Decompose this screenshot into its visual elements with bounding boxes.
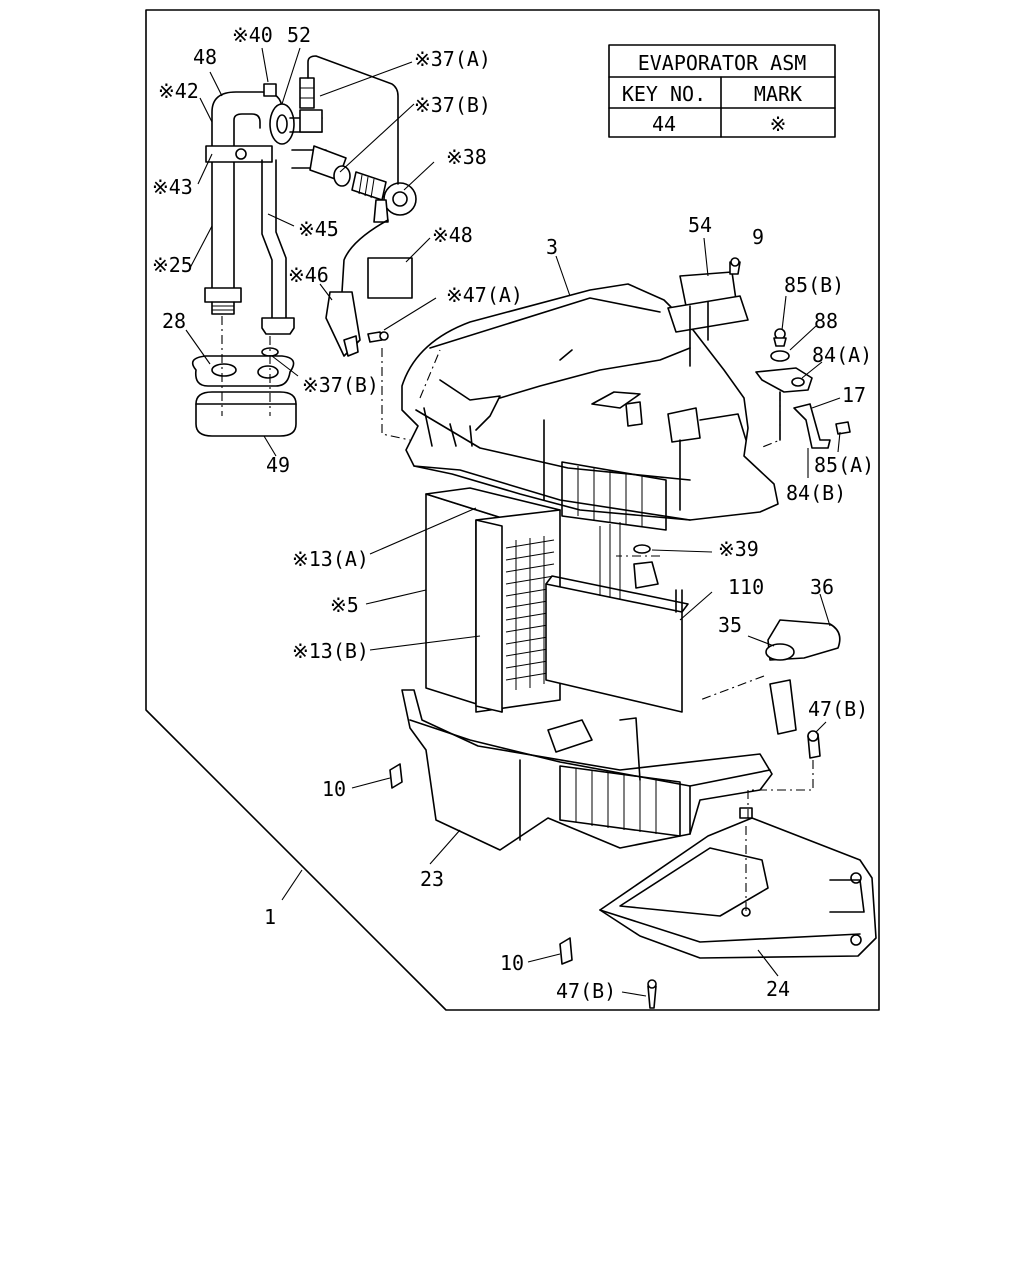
gasket-and-block xyxy=(191,316,297,437)
callout-37b-top: ※37(B) xyxy=(414,93,491,117)
callout-35: 35 xyxy=(718,613,742,637)
table-key-value: 44 xyxy=(652,112,676,136)
callout-9: 9 xyxy=(752,225,764,249)
upper-case xyxy=(401,283,779,531)
callout-48-mid: ※48 xyxy=(432,223,473,247)
callout-28: 28 xyxy=(162,309,186,333)
table-key-header: KEY NO. xyxy=(622,82,706,106)
callout-13b: ※13(B) xyxy=(292,639,369,663)
callout-40: ※40 xyxy=(232,23,273,47)
table-mark-header: MARK xyxy=(754,82,802,106)
callout-3: 3 xyxy=(546,235,558,259)
callout-17: 17 xyxy=(842,383,866,407)
callout-37a-top: ※37(A) xyxy=(414,47,491,71)
leader-lines xyxy=(185,47,841,997)
callout-42: ※42 xyxy=(158,79,199,103)
callout-84b: 84(B) xyxy=(786,481,846,505)
callout-88: 88 xyxy=(814,309,838,333)
callout-36: 36 xyxy=(810,575,834,599)
drain-duct xyxy=(765,619,841,759)
callout-43: ※43 xyxy=(152,175,193,199)
callout-85b: 85(B) xyxy=(784,273,844,297)
callout-48-top: 48 xyxy=(193,45,217,69)
lower-bracket xyxy=(599,807,877,959)
callout-1: 1 xyxy=(264,905,276,929)
table-mark-value: ※ xyxy=(770,112,787,136)
callout-54: 54 xyxy=(688,213,712,237)
lower-case xyxy=(401,689,773,851)
callout-47b-right: 47(B) xyxy=(808,697,868,721)
callout-24: 24 xyxy=(766,977,790,1001)
evaporator-asm-table: EVAPORATOR ASM KEY NO. MARK 44 ※ xyxy=(608,44,836,138)
callout-49: 49 xyxy=(266,453,290,477)
assembly-centerlines xyxy=(381,348,814,912)
callout-52: 52 xyxy=(287,23,311,47)
callout-labels: ※40 52 ※37(A) 48 ※42 ※37(B) ※38 ※43 ※45 … xyxy=(152,23,874,1003)
callout-47a: ※47(A) xyxy=(446,283,523,307)
callout-45: ※45 xyxy=(298,217,339,241)
clips-and-screws xyxy=(389,763,657,1009)
callout-25: ※25 xyxy=(152,253,193,277)
callout-85a: 85(A) xyxy=(814,453,874,477)
callout-5: ※5 xyxy=(330,593,359,617)
heater-core xyxy=(545,522,689,713)
table-title: EVAPORATOR ASM xyxy=(638,51,807,75)
evaporator-core xyxy=(425,487,561,713)
callout-37b-low: ※37(B) xyxy=(302,373,379,397)
callout-10-top: 10 xyxy=(322,777,346,801)
callout-10-low: 10 xyxy=(500,951,524,975)
callout-110: 110 xyxy=(728,575,764,599)
callout-39: ※39 xyxy=(718,537,759,561)
callout-46: ※46 xyxy=(288,263,329,287)
callout-47b-low: 47(B) xyxy=(556,979,616,1003)
relay-bracket xyxy=(667,257,749,367)
piping-assembly xyxy=(204,55,417,357)
callout-38: ※38 xyxy=(446,145,487,169)
diagram-frame xyxy=(145,9,880,1011)
callout-23: 23 xyxy=(420,867,444,891)
callout-84a: 84(A) xyxy=(812,343,872,367)
callout-13a: ※13(A) xyxy=(292,547,369,571)
